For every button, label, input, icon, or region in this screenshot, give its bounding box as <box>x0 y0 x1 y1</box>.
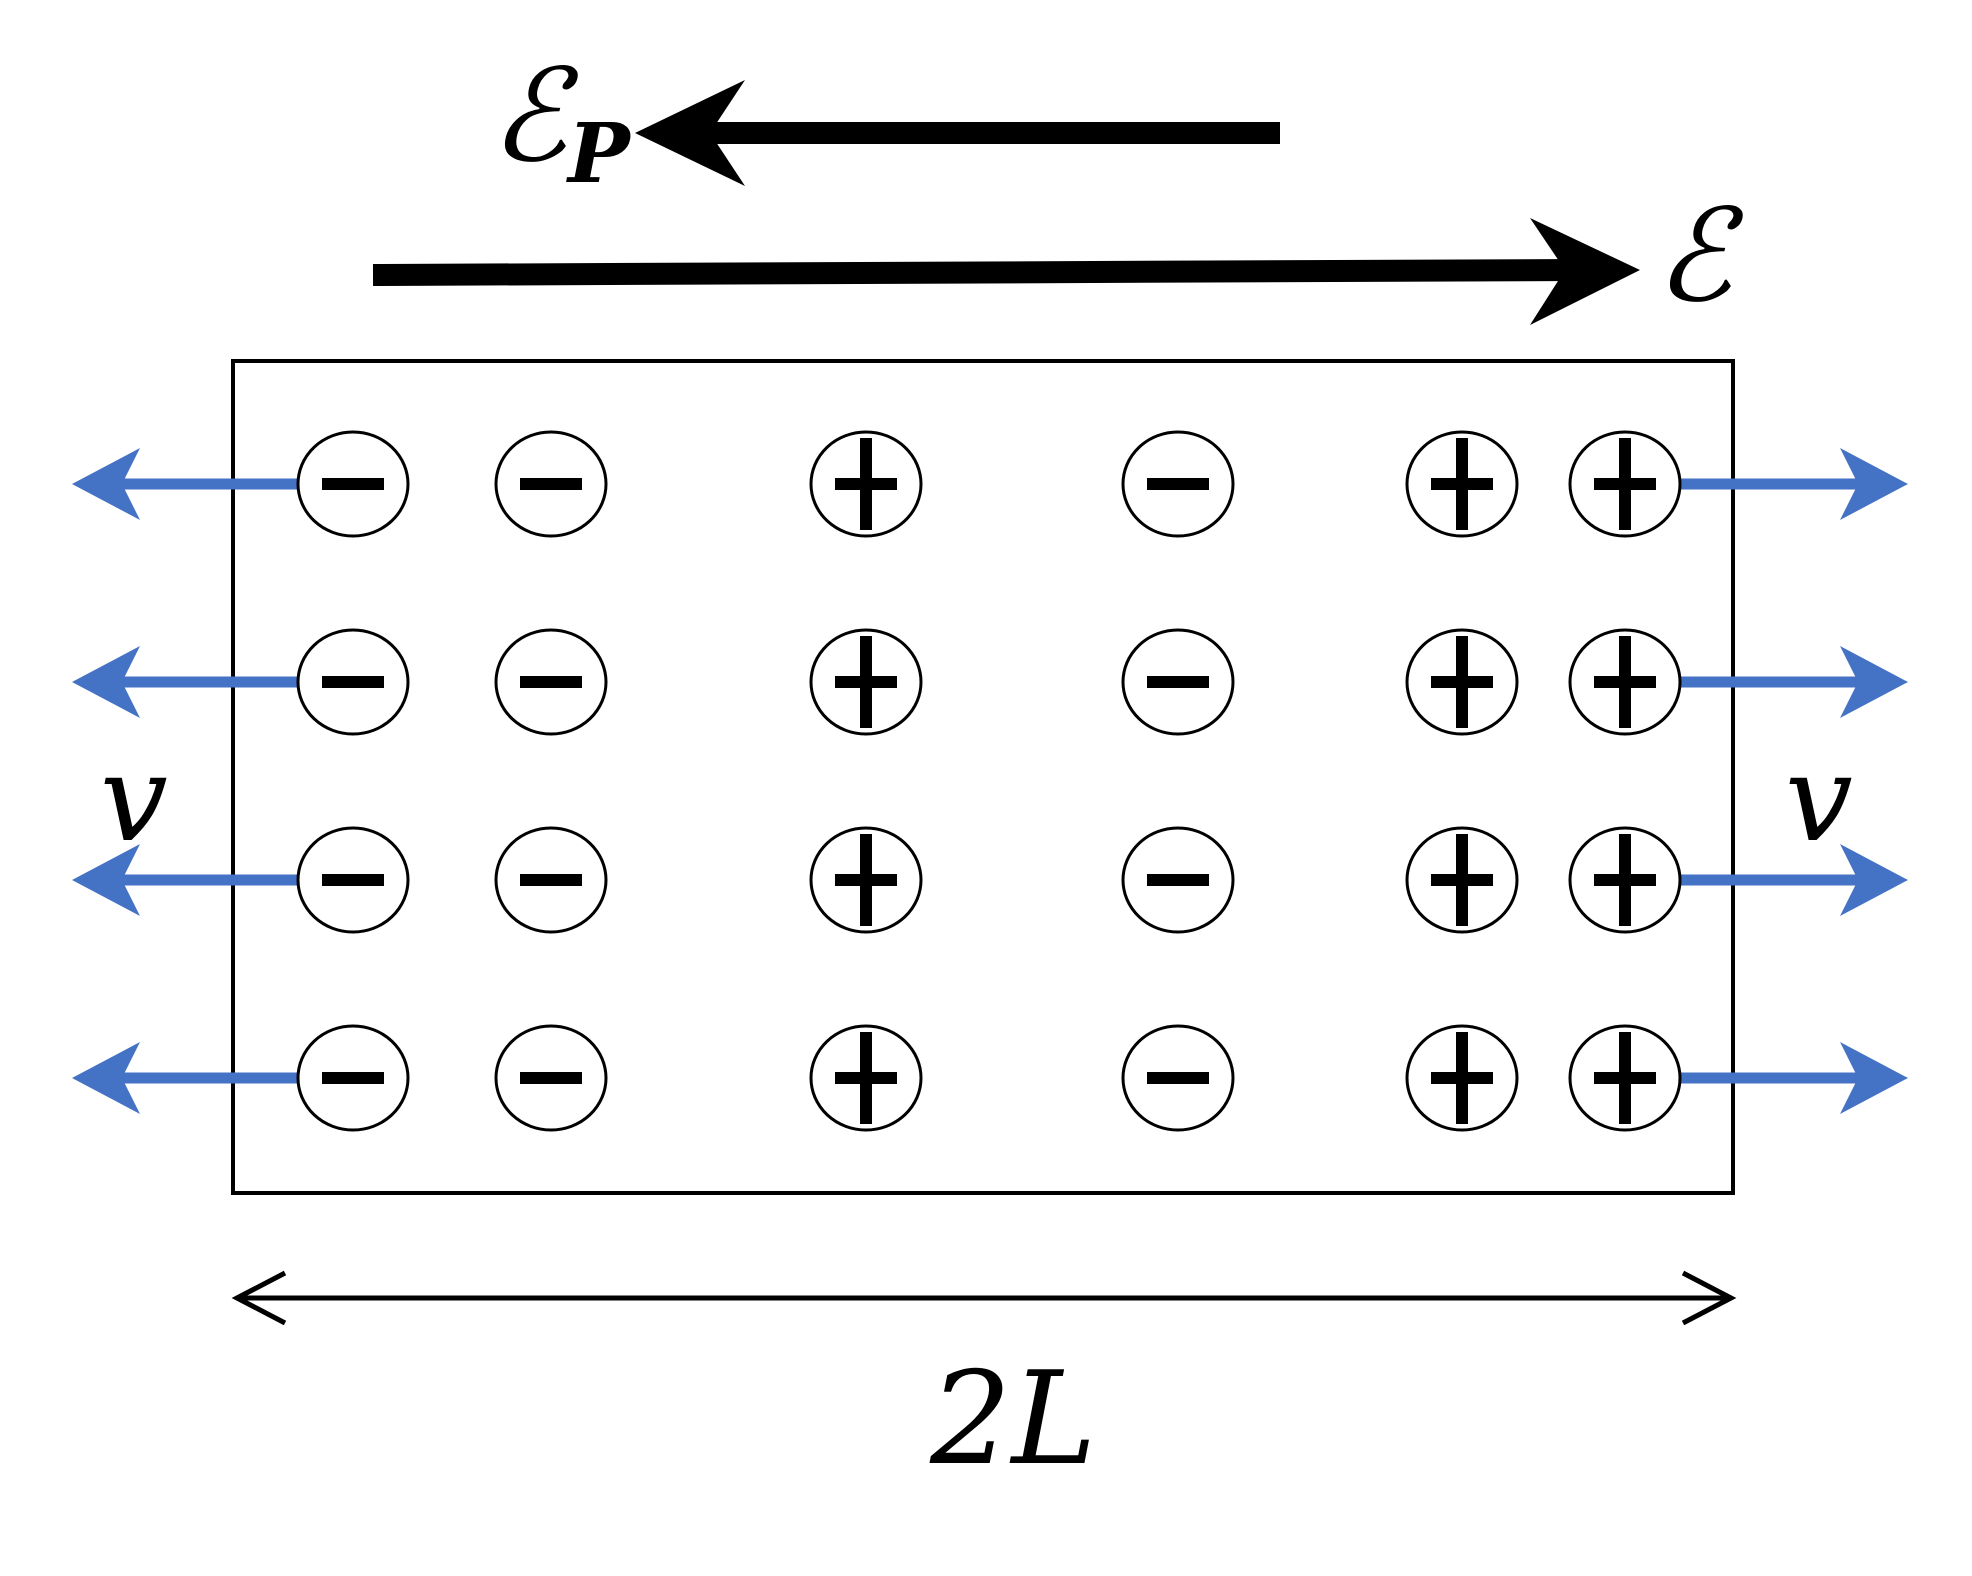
velocity-arrow-right <box>1680 448 1908 520</box>
polarization-field-symbol: ℰ <box>490 42 579 191</box>
negative-charge <box>1121 430 1235 538</box>
negative-charge <box>296 826 410 934</box>
positive-charge <box>809 1024 923 1132</box>
positive-charge <box>1568 826 1682 934</box>
negative-charge <box>494 628 608 736</box>
external-field-label: ℰ <box>1655 182 1744 331</box>
plus-icon <box>835 1032 897 1124</box>
velocity-label-right: v <box>1785 730 1853 869</box>
minus-icon <box>1147 676 1209 688</box>
minus-icon <box>520 1072 582 1084</box>
velocity-arrow-right <box>1680 646 1908 718</box>
positive-charge <box>1405 628 1519 736</box>
plus-icon <box>1594 1032 1656 1124</box>
positive-charge <box>1568 430 1682 538</box>
minus-icon <box>322 478 384 490</box>
positive-charge <box>809 826 923 934</box>
minus-icon <box>322 1072 384 1084</box>
negative-charge <box>296 1024 410 1132</box>
external-field-arrow <box>372 218 1640 325</box>
negative-charge <box>494 826 608 934</box>
velocity-arrow-left <box>72 1042 298 1114</box>
positive-charge <box>1568 628 1682 736</box>
velocity-arrows <box>72 448 1908 1114</box>
velocity-arrow-right <box>1680 1042 1908 1114</box>
minus-icon <box>1147 1072 1209 1084</box>
velocity-arrow-right <box>1680 844 1908 916</box>
minus-icon <box>1147 478 1209 490</box>
negative-charge <box>1121 1024 1235 1132</box>
plus-icon <box>1431 1032 1493 1124</box>
plus-icon <box>1431 834 1493 926</box>
positive-charge <box>809 628 923 736</box>
velocity-label-left: v <box>100 730 168 869</box>
positive-charge <box>1405 826 1519 934</box>
minus-icon <box>1147 874 1209 886</box>
negative-charge <box>296 430 410 538</box>
slab-outline <box>231 359 1735 1195</box>
plus-icon <box>1431 438 1493 530</box>
polarization-field-label: ℰ P <box>490 42 632 202</box>
negative-charge <box>494 1024 608 1132</box>
minus-icon <box>322 676 384 688</box>
charge-grid <box>296 430 1682 1132</box>
negative-charge <box>296 628 410 736</box>
minus-icon <box>322 874 384 886</box>
positive-charge <box>809 430 923 538</box>
velocity-arrow-left <box>72 646 298 718</box>
velocity-arrow-left <box>72 448 298 520</box>
length-label: 2L <box>929 1345 1096 1494</box>
positive-charge <box>1568 1024 1682 1132</box>
negative-charge <box>1121 628 1235 736</box>
minus-icon <box>520 478 582 490</box>
polarization-field-arrow <box>635 80 1280 186</box>
positive-charge <box>1405 430 1519 538</box>
negative-charge <box>494 430 608 538</box>
plus-icon <box>835 438 897 530</box>
plus-icon <box>835 636 897 728</box>
polarization-field-subscript: P <box>566 106 632 202</box>
plus-icon <box>1594 636 1656 728</box>
negative-charge <box>1121 826 1235 934</box>
minus-icon <box>520 874 582 886</box>
plus-icon <box>1431 636 1493 728</box>
plus-icon <box>1594 438 1656 530</box>
positive-charge <box>1405 1024 1519 1132</box>
plus-icon <box>1594 834 1656 926</box>
minus-icon <box>520 676 582 688</box>
velocity-arrow-left <box>72 844 298 916</box>
plus-icon <box>835 834 897 926</box>
length-dimension-arrow <box>231 1270 1737 1326</box>
